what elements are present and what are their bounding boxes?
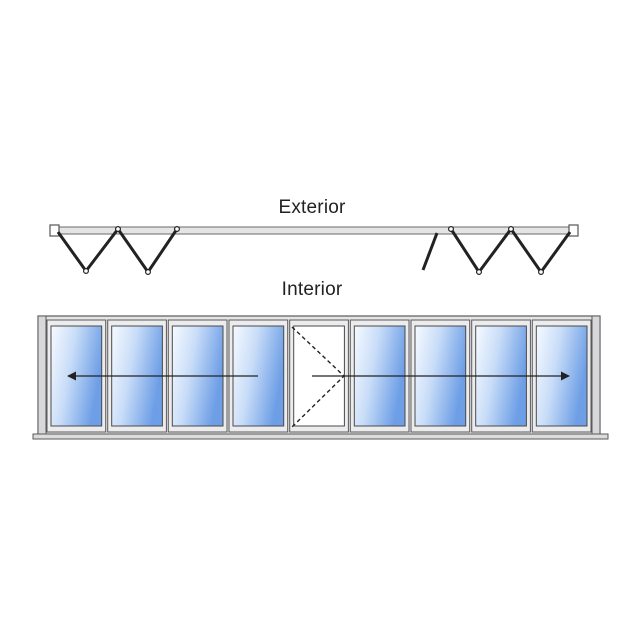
plan-view — [49, 224, 579, 276]
right-post — [591, 315, 601, 436]
left-folded-stack — [56, 227, 179, 274]
right-folded-stack — [449, 227, 572, 274]
right-stack-leaf — [421, 232, 439, 271]
right-stack-hinges — [448, 226, 544, 276]
right-jamb — [568, 224, 579, 237]
threshold — [32, 433, 609, 440]
elevation-view — [32, 315, 609, 440]
left-stack-hinges — [82, 226, 181, 276]
top-track — [49, 226, 579, 235]
left-jamb — [49, 224, 60, 237]
interior-label: Interior — [281, 279, 343, 300]
left-post — [37, 315, 47, 436]
exterior-label: Exterior — [278, 197, 346, 218]
